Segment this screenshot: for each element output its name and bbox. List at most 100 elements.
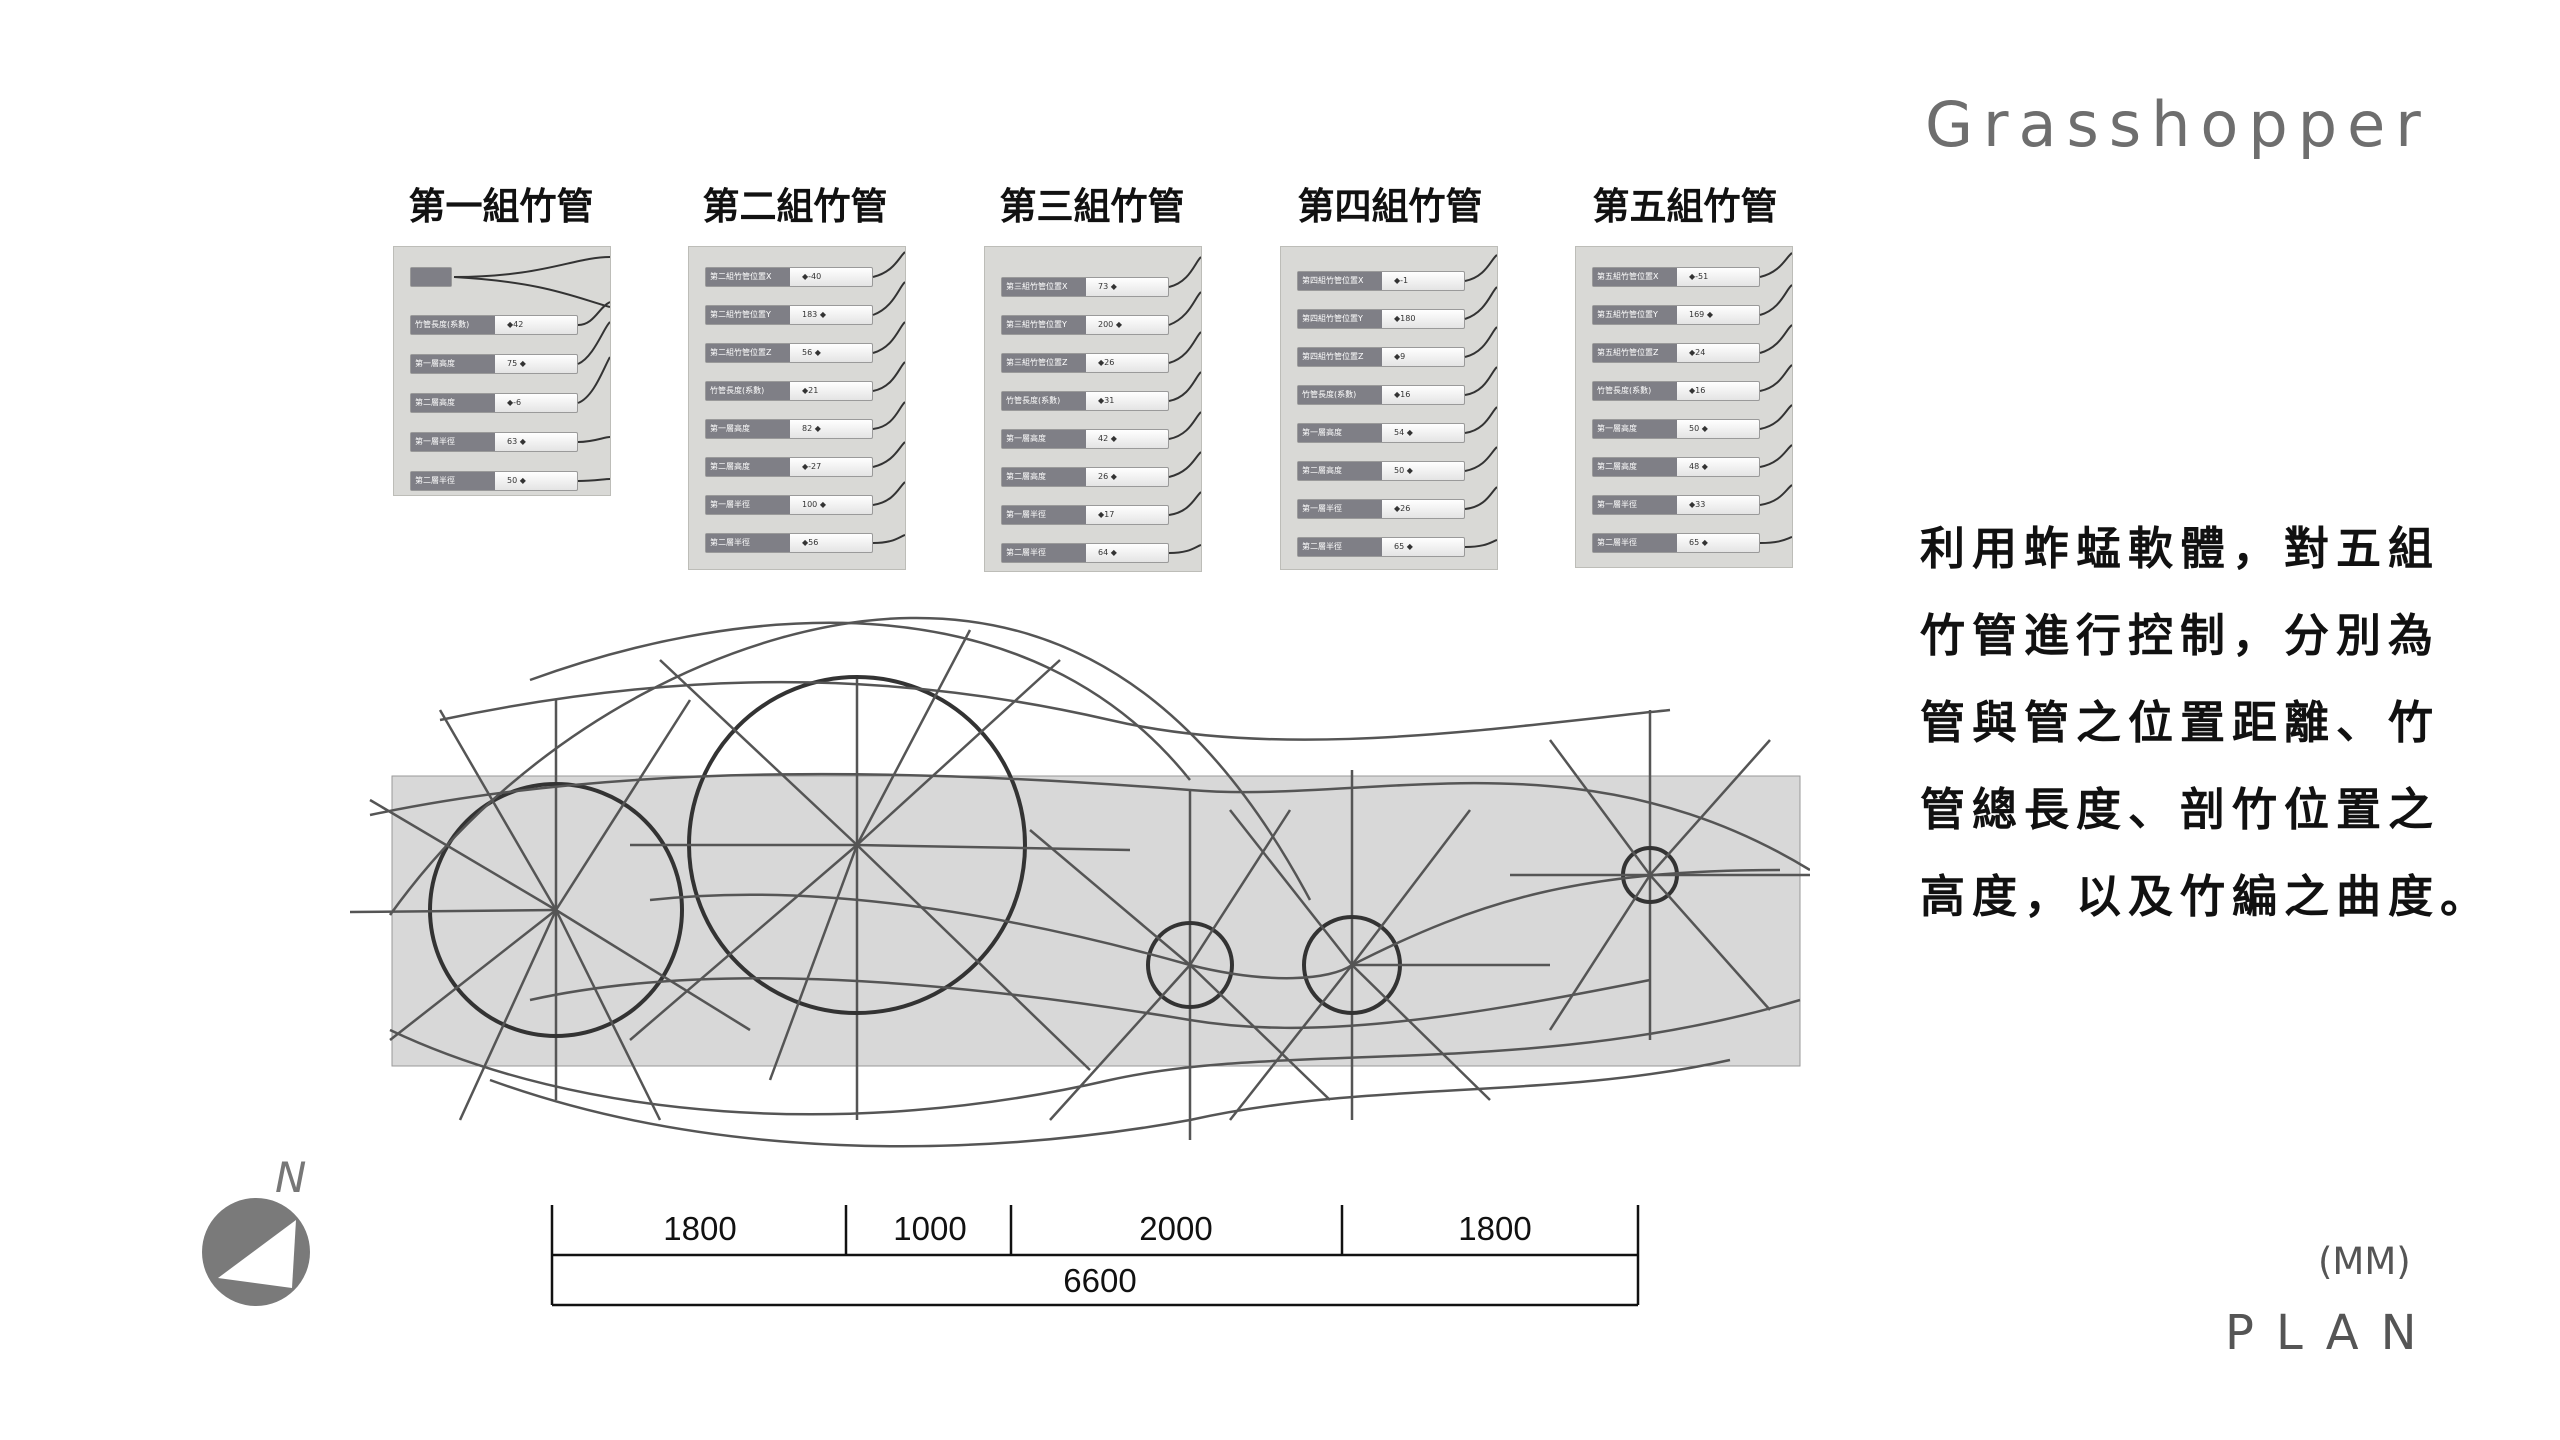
slider-label: 第五組竹管位置Y xyxy=(1593,306,1677,324)
slider-row[interactable]: 第一層半徑◆17 xyxy=(1001,505,1169,525)
slider-label: 第一層半徑 xyxy=(411,433,495,451)
slider-value: 50 ◆ xyxy=(1394,466,1413,475)
slider-value: ◆-1 xyxy=(1394,276,1409,285)
slider-value: 63 ◆ xyxy=(507,437,526,446)
slider-label: 第一層高度 xyxy=(1593,420,1677,438)
slider-row[interactable]: 第一層高度 82 ◆ xyxy=(705,419,873,439)
slider-row[interactable]: 第一層半徑 63 ◆ xyxy=(410,432,578,452)
slider-row[interactable]: 第四組竹管位置Z◆9 xyxy=(1297,347,1465,367)
slider-value: 82 ◆ xyxy=(802,424,821,433)
slider-row[interactable]: 竹管長度(系數)◆31 xyxy=(1001,391,1169,411)
slider-row[interactable]: 第二組竹管位置X ◆-40 xyxy=(705,267,873,287)
tube-ring-3 xyxy=(1146,921,1234,1009)
slider-label: 第四組竹管位置Z xyxy=(1298,348,1382,366)
slider-row[interactable]: 竹管長度(系數)◆16 xyxy=(1592,381,1760,401)
slider-value: ◆-51 xyxy=(1689,272,1709,281)
group-title-5: 第五組竹管 xyxy=(1592,185,1778,228)
slider-row[interactable]: 第二層高度◆-6 xyxy=(410,393,578,413)
slider-row[interactable]: 第二層高度 ◆-27 xyxy=(705,457,873,477)
north-label: N xyxy=(275,1153,307,1202)
slider-label: 第二層高度 xyxy=(706,458,790,476)
dimension-segment-2: 1000 xyxy=(893,1210,967,1247)
plan-footprint xyxy=(391,775,1801,1067)
slider-label: 第五組竹管位置X xyxy=(1593,268,1677,286)
slider-row[interactable]: 第三組竹管位置Z◆26 xyxy=(1001,353,1169,373)
slider-label: 第二層半徑 xyxy=(411,472,495,490)
slider-value: ◆56 xyxy=(802,538,819,547)
slider-label: 第三組竹管位置Z xyxy=(1002,354,1086,372)
plan-drawing xyxy=(349,616,1810,1148)
slider-value: ◆16 xyxy=(1394,390,1411,399)
slider-value: 183 ◆ xyxy=(802,310,826,319)
slider-label: 第二組竹管位置X xyxy=(706,268,790,286)
slider-value: ◆-40 xyxy=(802,272,822,281)
description-line: 管與管之位置距離、竹 xyxy=(1920,696,2441,749)
group-title-1: 第一組竹管 xyxy=(408,185,594,228)
slider-label: 第一層半徑 xyxy=(1002,506,1086,524)
slider-label: 第二層半徑 xyxy=(706,534,790,552)
slider-label: 第一層高度 xyxy=(411,355,495,373)
group-title-3: 第三組竹管 xyxy=(999,185,1185,228)
slider-label: 第一層高度 xyxy=(706,420,790,438)
slider-label: 第二層半徑 xyxy=(1002,544,1086,562)
slider-value: ◆-6 xyxy=(507,398,522,407)
wire-connections xyxy=(1464,254,1497,548)
slider-label: 竹管長度(系數) xyxy=(706,382,790,400)
slider-label: 第二層高度 xyxy=(1002,468,1086,486)
slider-value: ◆33 xyxy=(1689,500,1706,509)
slider-value: ◆26 xyxy=(1394,504,1411,513)
description-line: 竹管進行控制，分別為 xyxy=(1920,609,2441,662)
slider-label: 第四組竹管位置X xyxy=(1298,272,1382,290)
slider-row[interactable]: 第四組竹管位置X ◆-1 xyxy=(1297,271,1465,291)
slider-row[interactable]: 第五組竹管位置Z◆24 xyxy=(1592,343,1760,363)
slider-value: 169 ◆ xyxy=(1689,310,1713,319)
wire-connections xyxy=(872,251,905,544)
slider-value: 100 ◆ xyxy=(802,500,826,509)
slider-row[interactable]: 第一層半徑◆26 xyxy=(1297,499,1465,519)
slider-row[interactable]: 第五組竹管位置X ◆-51 xyxy=(1592,267,1760,287)
slider-row[interactable]: 第二層半徑 ◆56 xyxy=(705,533,873,553)
slider-value: ◆-27 xyxy=(802,462,822,471)
slider-label: 第二組竹管位置Z xyxy=(706,344,790,362)
slider-label: 第一層半徑 xyxy=(1593,496,1677,514)
slider-value: 65 ◆ xyxy=(1394,542,1413,551)
slider-value: 65 ◆ xyxy=(1689,538,1708,547)
group-title-4: 第四組竹管 xyxy=(1297,185,1483,228)
dimension-segment-4: 1800 xyxy=(1458,1210,1532,1247)
slider-value: ◆42 xyxy=(507,320,524,329)
slider-value: 54 ◆ xyxy=(1394,428,1413,437)
slider-row[interactable]: 第四組竹管位置Y◆180 xyxy=(1297,309,1465,329)
description-line: 利用蚱蜢軟體，對五組 xyxy=(1920,522,2441,575)
slider-row[interactable]: 第二層半徑 64 ◆ xyxy=(1001,543,1169,563)
slider-row[interactable]: 竹管長度(系數)◆16 xyxy=(1297,385,1465,405)
slider-value: 64 ◆ xyxy=(1098,548,1117,557)
slider-label: 第二層半徑 xyxy=(1298,538,1382,556)
slider-row[interactable]: 第一層半徑 ◆33 xyxy=(1592,495,1760,515)
slider-row[interactable]: 第五組竹管位置Y 169 ◆ xyxy=(1592,305,1760,325)
slider-row[interactable]: 竹管長度(系數)◆42 xyxy=(410,315,578,335)
slider-value: 200 ◆ xyxy=(1098,320,1122,329)
slider-row[interactable] xyxy=(410,267,452,287)
dimension-segment-3: 2000 xyxy=(1139,1210,1213,1247)
slider-row[interactable]: 竹管長度(系數)◆21 xyxy=(705,381,873,401)
wire-connections xyxy=(1759,252,1792,544)
slider-row[interactable]: 第二層半徑 65 ◆ xyxy=(1297,537,1465,557)
slider-value: 48 ◆ xyxy=(1689,462,1708,471)
